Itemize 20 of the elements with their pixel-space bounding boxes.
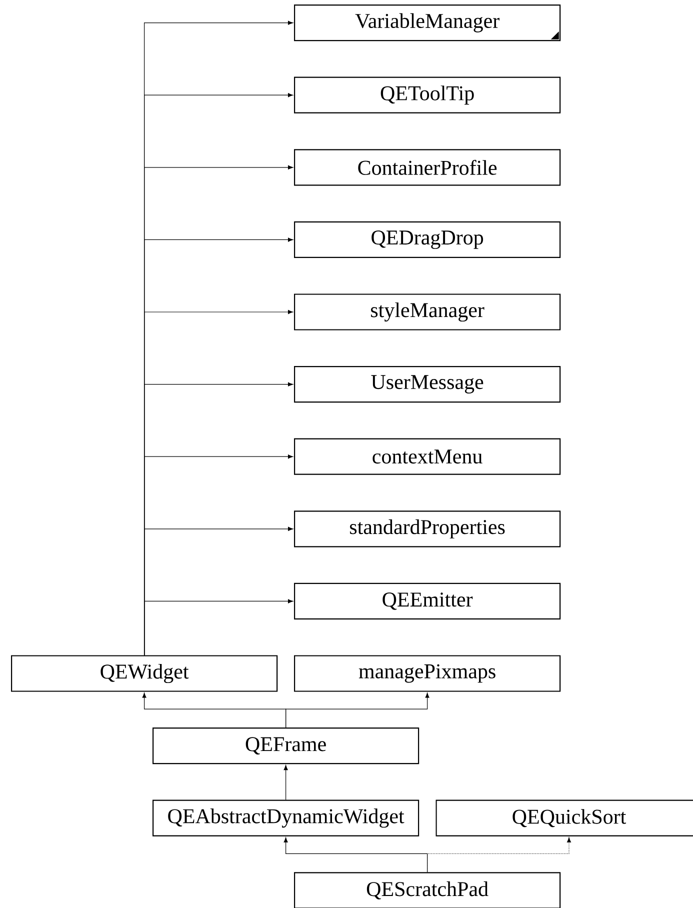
arrow <box>286 692 430 728</box>
arrow <box>427 837 572 872</box>
arrow <box>284 765 288 800</box>
class-box: contextMenu <box>294 438 561 475</box>
class-box: QEScratchPad <box>294 872 561 908</box>
arrow <box>144 599 294 656</box>
arrow <box>284 837 428 872</box>
class-box: styleManager <box>294 294 561 330</box>
class-box: standardProperties <box>294 510 561 548</box>
class-box: QEToolTip <box>294 76 561 114</box>
class-box: QEDragDrop <box>294 221 561 258</box>
class-box: QEEmitter <box>294 582 561 620</box>
class-box: QEWidget <box>11 655 278 692</box>
class-box: ContainerProfile <box>294 149 561 186</box>
class-box: VariableManager <box>294 4 561 42</box>
class-box: QEAbstractDynamicWidget <box>152 800 420 836</box>
class-box: QEQuickSort <box>436 800 693 836</box>
class-box: UserMessage <box>294 366 561 403</box>
class-box: managePixmaps <box>294 655 561 692</box>
class-box: QEFrame <box>152 728 420 764</box>
